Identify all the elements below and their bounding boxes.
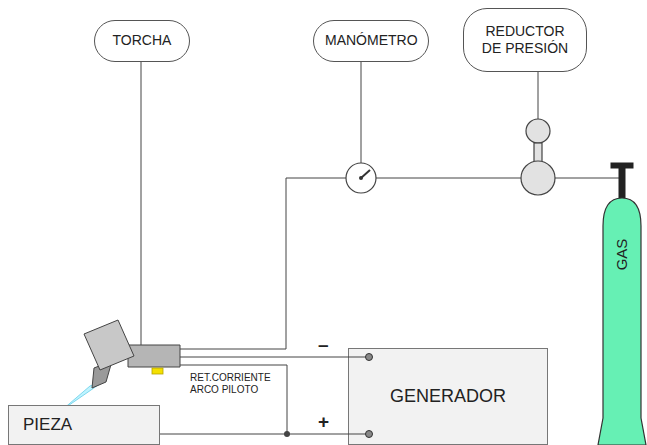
generator-box: GENERADOR: [348, 348, 548, 445]
node-text: GENERADOR: [390, 386, 506, 407]
node-text: TORCHA: [113, 32, 172, 50]
torch-symbol: [62, 320, 180, 410]
leader-line: [141, 62, 142, 345]
valve-neck: [619, 168, 625, 198]
manometer-symbol: [346, 163, 376, 193]
wire-label: RET.CORRIENTE ARCO PILOTO: [190, 372, 276, 395]
terminal-sign: +: [318, 411, 329, 433]
leader-lines: [141, 62, 538, 345]
callout-box: MANÓMETRO: [313, 20, 429, 62]
torch-handle: [128, 345, 180, 367]
torch-head: [84, 320, 134, 370]
reducer-symbol: [521, 119, 555, 195]
cables: [180, 357, 349, 434]
pilot-return-cable: [180, 365, 287, 434]
reducer-knob: [526, 119, 550, 143]
node-text: PIEZA: [23, 415, 72, 435]
gas-hose-line: [555, 178, 622, 179]
callout-box: REDUCTOR DE PRESIÓN: [463, 8, 587, 72]
wire-connector: [160, 434, 348, 435]
terminal: [366, 354, 373, 361]
gas-hose-line: [376, 178, 521, 179]
node-text: GAS: [614, 238, 631, 270]
terminal: [366, 431, 373, 438]
manometer-pivot: [359, 176, 363, 180]
gas-cylinder: GAS: [598, 196, 647, 445]
cylinder-body: [598, 198, 646, 445]
terminal-sign: –: [318, 334, 329, 356]
leader-line: [361, 62, 362, 163]
manometer-dial: [346, 163, 376, 193]
reducer-body: [521, 161, 555, 195]
workpiece-box: PIEZA: [8, 405, 160, 445]
negative-cable: [180, 357, 349, 358]
leader-line: [538, 72, 539, 119]
cylinder-outline: [598, 196, 647, 445]
torch-trigger: [152, 368, 163, 374]
gas-hose-line: [180, 178, 346, 349]
cylinder-valve: [611, 163, 633, 198]
gas-hose: [180, 178, 622, 349]
node-text: MANÓMETRO: [325, 32, 417, 50]
reducer-stem: [534, 143, 542, 162]
valve-handle: [611, 163, 633, 168]
node-text: REDUCTOR DE PRESIÓN: [479, 23, 571, 58]
callout-box: TORCHA: [94, 20, 190, 62]
